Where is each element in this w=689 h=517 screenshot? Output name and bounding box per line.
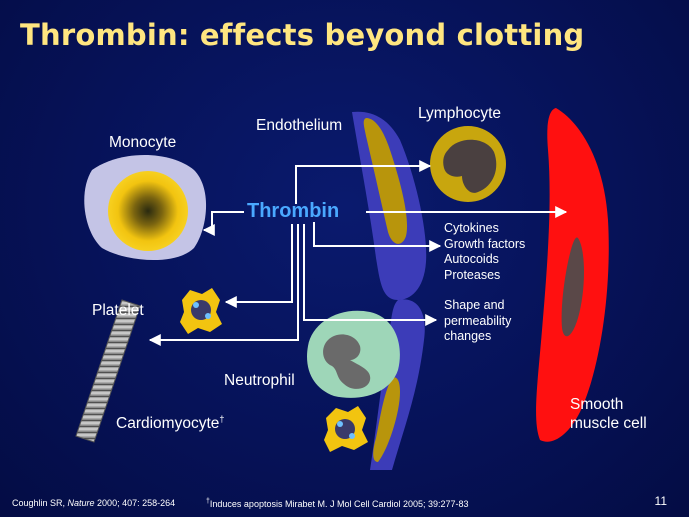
footnote-dagger: † [206, 498, 210, 505]
cardiomyocyte-label: Cardiomyocyte† [116, 414, 225, 433]
effect-shape-line-3: changes [444, 329, 492, 343]
effect-shape-line-1: Shape and [444, 298, 505, 312]
thrombin-arrows [148, 160, 568, 346]
neutrophil-label: Neutrophil [224, 372, 295, 389]
platelet-cell-lower [324, 406, 368, 452]
citation-journal: Nature [67, 498, 95, 508]
citation-primary: Coughlin SR, Nature 2000; 407: 258-264 [12, 498, 175, 508]
platelet-cell [180, 288, 222, 334]
thrombin-label: Thrombin [247, 200, 340, 222]
effect-cytokines: Cytokines [444, 221, 499, 235]
effect-growth-factors: Growth factors [444, 236, 526, 251]
cardiomyocyte-label-text: Cardiomyocyte [116, 415, 220, 433]
effect-autocoids: Autocoids [444, 252, 499, 266]
citation-author: Coughlin SR, [12, 498, 68, 508]
shape-effects-list: Shape and permeability changes [444, 298, 511, 345]
smooth-muscle-cell [536, 108, 609, 442]
secretion-effects-list: Cytokines Growth factors Autocoids Prote… [444, 221, 525, 283]
effect-proteases: Proteases [444, 267, 501, 282]
page-number: 11 [654, 494, 667, 508]
citation-footnote: †Induces apoptosis Mirabet M. J Mol Cell… [206, 498, 469, 509]
footnote-text: Induces apoptosis Mirabet M. J Mol Cell … [209, 499, 469, 509]
smooth-muscle-label: Smooth muscle cell [570, 395, 647, 433]
lymphocyte-label: Lymphocyte [418, 105, 501, 122]
neutrophil-cell [307, 310, 400, 398]
monocyte-cell [84, 155, 207, 261]
monocyte-label: Monocyte [109, 134, 177, 151]
platelet-label: Platelet [92, 302, 144, 319]
smooth-muscle-label-line-2: muscle cell [570, 415, 647, 432]
effect-shape-line-2: permeability [444, 313, 512, 328]
citation-detail: 2000; 407: 258-264 [94, 498, 176, 508]
page-title: Thrombin: effects beyond clotting [20, 18, 585, 52]
endothelium-vessel [352, 111, 427, 470]
cardiomyocyte-dagger: † [219, 414, 225, 424]
cardiomyocyte-cell [75, 299, 141, 443]
smooth-muscle-label-line-1: Smooth [570, 396, 624, 413]
lymphocyte-cell [430, 126, 506, 202]
endothelium-label: Endothelium [256, 117, 343, 134]
